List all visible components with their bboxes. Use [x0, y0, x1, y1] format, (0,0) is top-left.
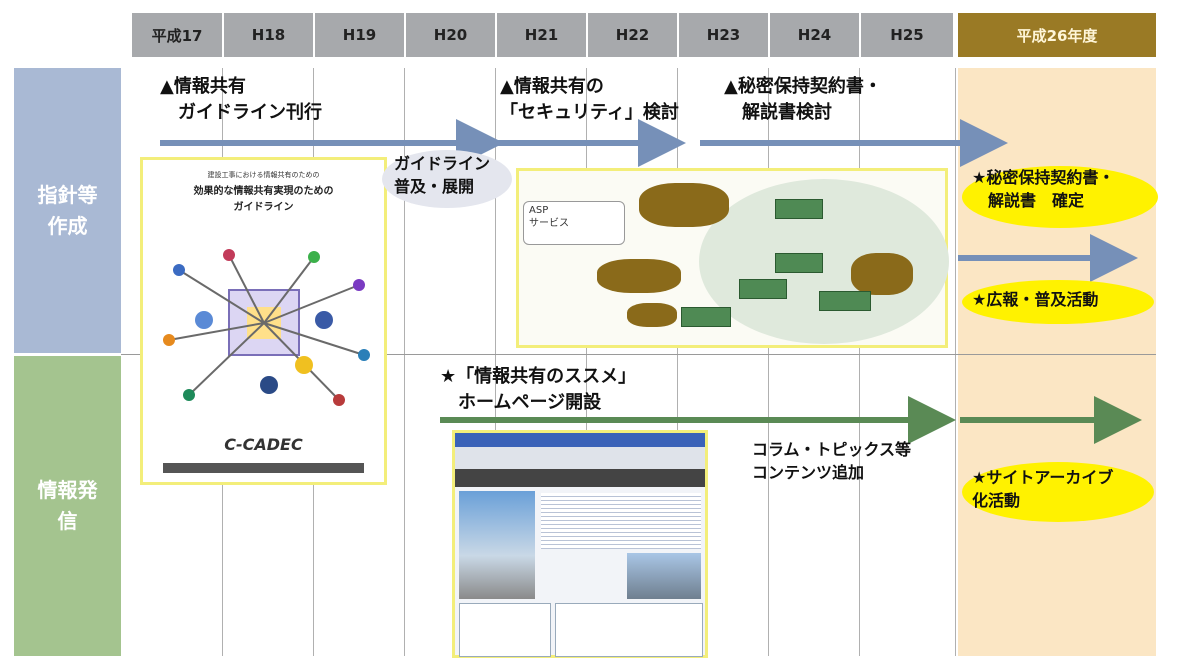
- grid-line: [859, 68, 860, 656]
- grid-line: [586, 68, 587, 656]
- row-label-outreach: 情報発 信: [37, 478, 98, 533]
- row-divider: [121, 354, 1156, 355]
- year-h25: H25: [861, 13, 953, 57]
- cover-title-1: 建設工事における情報共有のための: [207, 171, 320, 179]
- cover-title-2: 効果的な情報共有実現のための: [193, 186, 334, 197]
- year-h20: H20: [406, 13, 495, 57]
- diagram-asp-box: [523, 201, 625, 245]
- diagram-node: [681, 307, 731, 327]
- year-h21: H21: [497, 13, 586, 57]
- cover-title-3: ガイドライン: [233, 202, 294, 213]
- year-final: 平成26年度: [958, 13, 1156, 57]
- row-bg-outreach: [14, 356, 121, 656]
- diagram-risk-blob: [851, 253, 913, 295]
- grid-line: [495, 68, 496, 656]
- diagram-circle: [699, 179, 949, 344]
- milestone-nda-final: ★秘密保持契約書・ 解説書 確定: [972, 168, 1115, 211]
- milestone-site-archive: ★サイトアーカイブ 化活動: [972, 468, 1114, 511]
- row-label-guidelines: 指針等 作成: [37, 182, 98, 238]
- milestone-content-additions: コラム・トピックス等 コンテンツ追加: [752, 440, 912, 483]
- diagram-asp-label: ASP サービス: [529, 205, 569, 229]
- page-city-photo: [627, 553, 701, 599]
- diagram-node: [819, 291, 871, 311]
- page-box-left: [459, 603, 551, 657]
- guideline-cover-image: 建設工事における情報共有のための 効果的な情報共有実現のための ガイドライン C…: [140, 157, 387, 485]
- row-bg-guidelines: [14, 68, 121, 353]
- diagram-node: [775, 253, 823, 273]
- milestone-pr-activity: ★広報・普及活動: [972, 290, 1099, 309]
- year-h23: H23: [679, 13, 768, 57]
- highlight-site-archive: [962, 462, 1154, 522]
- milestone-dissemination: ガイドライン 普及・展開: [394, 154, 491, 197]
- page-text-block: [541, 493, 701, 549]
- cover-logo: C-CADEC: [224, 435, 303, 454]
- diagram-node: [739, 279, 787, 299]
- highlight-nda-final: [962, 166, 1158, 228]
- diagram-risk-blob: [639, 183, 729, 227]
- page-banner: [455, 469, 705, 487]
- page-photo: [459, 491, 535, 599]
- milestone-guideline-publish: ▲情報共有 ガイドライン刊行: [160, 76, 322, 124]
- diagram-risk-blob: [627, 303, 677, 327]
- page-box-right: [555, 603, 703, 657]
- security-diagram-image: ASP サービス: [516, 168, 949, 348]
- homepage-screenshot-image: [452, 430, 708, 658]
- milestone-security-review: ▲情報共有の 「セキュリティ」検討: [500, 76, 679, 124]
- grid-line: [768, 68, 769, 656]
- browser-titlebar: [455, 433, 705, 447]
- grid-line: [677, 68, 678, 656]
- grid-line: [955, 68, 956, 656]
- year-h19: H19: [315, 13, 404, 57]
- diagram-node: [775, 199, 823, 219]
- highlight-pr-activity: [962, 280, 1154, 324]
- diagram-risk-blob: [597, 259, 681, 293]
- milestone-homepage-launch: ★「情報共有のススメ」 ホームページ開設: [440, 366, 637, 414]
- year-h24: H24: [770, 13, 859, 57]
- cover-illustration: [163, 249, 370, 406]
- grid-line: [404, 68, 405, 656]
- year-h22: H22: [588, 13, 677, 57]
- year-h18: H18: [224, 13, 313, 57]
- year-h17: 平成17: [132, 13, 222, 57]
- milestone-nda-review: ▲秘密保持契約書・ 解説書検討: [724, 76, 882, 124]
- browser-toolbar: [455, 447, 705, 469]
- cover-footer-bar: [163, 463, 364, 473]
- dissemination-bubble: [382, 150, 512, 208]
